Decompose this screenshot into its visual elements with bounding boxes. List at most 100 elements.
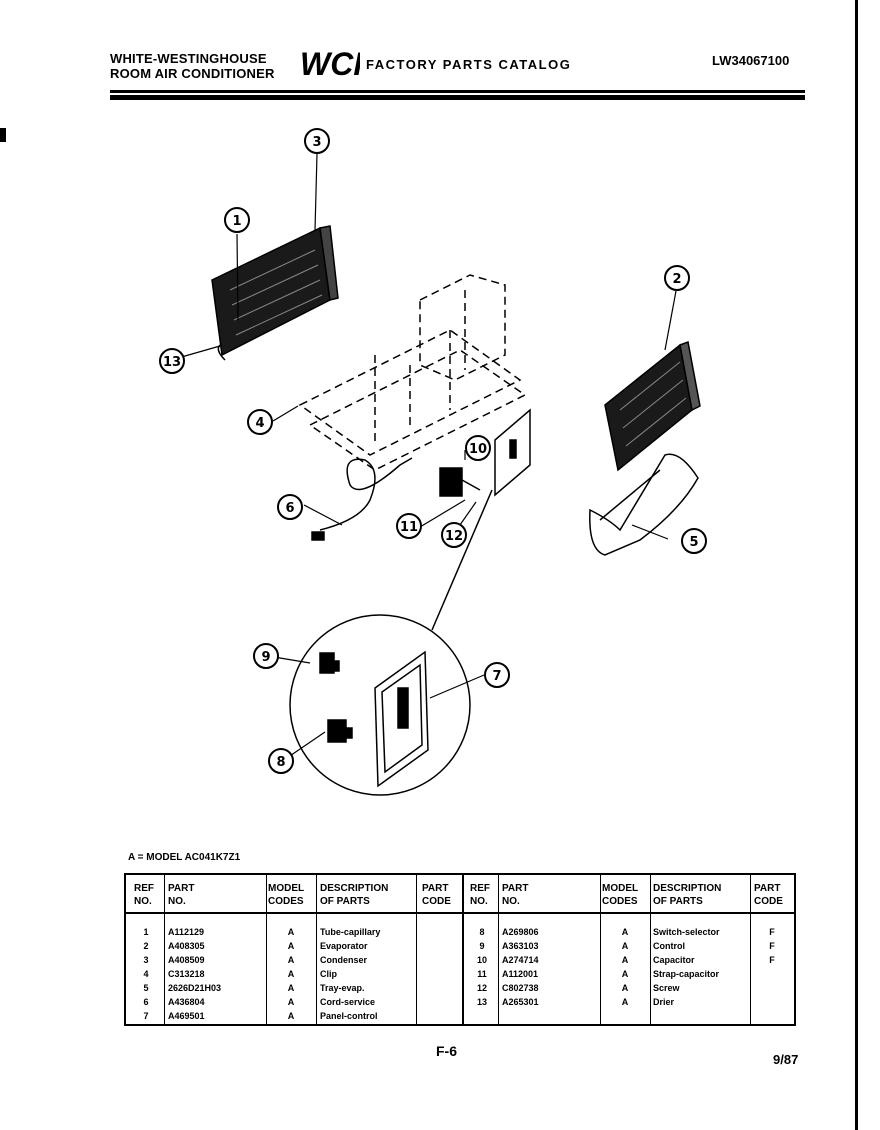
col-part-left: A112129 A408305 A408509 C313218 2626D21H…	[168, 925, 221, 1023]
capacitor	[439, 467, 481, 497]
callout-13: 13	[159, 348, 185, 374]
callout-10: 10	[465, 435, 491, 461]
svg-text:12: 12	[445, 529, 463, 544]
svg-text:10: 10	[469, 442, 487, 457]
cell: 9	[479, 941, 485, 951]
cell: A	[287, 997, 295, 1007]
cell: A408509	[168, 955, 205, 965]
callouts: 1 2 3 4 5 6 7 8 9 10 11 12 13	[159, 128, 707, 774]
logo-text: WCI	[300, 46, 360, 80]
cell: F	[769, 941, 775, 951]
cell: A	[287, 927, 295, 937]
callout-1: 1	[224, 207, 250, 233]
svg-text:5: 5	[689, 535, 698, 550]
col-divider	[316, 875, 317, 1024]
svg-text:6: 6	[285, 501, 294, 516]
evaporator-tray	[589, 453, 699, 556]
cell: Capacitor	[653, 955, 695, 965]
detail-circle	[289, 489, 493, 796]
leader-lines	[177, 153, 677, 763]
svg-text:7: 7	[492, 669, 501, 684]
model-note: A = MODEL AC041K7Z1	[128, 852, 241, 863]
col-divider	[750, 875, 751, 1024]
wci-logo: WCI	[300, 46, 360, 80]
cell: Switch-selector	[653, 927, 720, 937]
cell: Control	[653, 941, 685, 951]
cell: C802738	[502, 983, 539, 993]
cell: A363103	[502, 941, 539, 951]
cell: A469501	[168, 1011, 205, 1021]
callout-6: 6	[277, 494, 303, 520]
cell: 2	[143, 941, 149, 951]
cell: A	[287, 983, 295, 993]
col-code-right: F F F	[754, 925, 790, 967]
col-ref-right: 8 9 10 11 12 13	[470, 925, 494, 1009]
evaporator-coil	[604, 340, 701, 472]
cell: Panel-control	[320, 1011, 378, 1021]
col-model-left: A A A A A A A	[276, 925, 306, 1023]
col-divider-center	[462, 875, 464, 1024]
callout-11: 11	[396, 513, 422, 539]
col-part-right: A269806 A363103 A274714 A112001 C802738 …	[502, 925, 539, 1009]
svg-text:11: 11	[400, 520, 418, 535]
cell: 10	[476, 955, 487, 965]
cell: A408305	[168, 941, 205, 951]
cell: Drier	[653, 997, 675, 1007]
cell: A112001	[502, 969, 539, 979]
cell: Screw	[653, 983, 680, 993]
col-divider	[650, 875, 651, 1024]
catalog-date: 9/87	[773, 1052, 799, 1067]
page-border-right	[855, 0, 858, 1130]
callout-2: 2	[664, 265, 690, 291]
scan-mark	[0, 128, 6, 142]
svg-text:9: 9	[261, 650, 270, 665]
col-ref-left: 1 2 3 4 5 6 7	[136, 925, 156, 1023]
cell: A	[621, 941, 629, 951]
cell: 6	[143, 997, 149, 1007]
cell: A	[287, 969, 295, 979]
col-divider	[416, 875, 417, 1024]
cell: 11	[477, 969, 487, 979]
manufacturer-line-2: ROOM AIR CONDITIONER	[110, 66, 275, 81]
svg-text:8: 8	[276, 755, 285, 770]
cell: F	[769, 955, 775, 965]
cell: 4	[143, 969, 149, 979]
cell: 3	[143, 955, 149, 965]
col-divider	[266, 875, 267, 1024]
col-divider	[498, 875, 499, 1024]
document-number: LW34067100	[712, 53, 790, 68]
cell: 12	[476, 983, 487, 993]
cell: A436804	[168, 997, 205, 1007]
svg-text:3: 3	[312, 135, 321, 150]
svg-text:2: 2	[672, 272, 681, 287]
svg-text:13: 13	[163, 355, 181, 370]
cell: 2626D21H03	[168, 983, 222, 993]
header-rule-thick	[110, 95, 805, 100]
cell: F	[769, 927, 775, 937]
cell: 5	[143, 983, 149, 993]
cell: A	[621, 927, 629, 937]
col-divider	[600, 875, 601, 1024]
cell: A112129	[168, 927, 205, 937]
page-number: F-6	[436, 1043, 457, 1059]
callout-8: 8	[268, 748, 294, 774]
cell: 1	[143, 927, 149, 937]
cell: 13	[476, 997, 487, 1007]
col-desc-right: Switch-selector Control Capacitor Strap-…	[653, 925, 720, 1009]
cell: Clip	[320, 969, 337, 979]
condenser-coil	[211, 225, 339, 361]
cell: A	[287, 1011, 295, 1021]
cell: A	[621, 997, 629, 1007]
cell: 7	[143, 1011, 149, 1021]
callout-7: 7	[484, 662, 510, 688]
cell: Strap-capacitor	[653, 969, 720, 979]
col-model-right: A A A A A A	[610, 925, 640, 1009]
cell: Cord-service	[320, 997, 376, 1007]
cell: A	[287, 941, 295, 951]
